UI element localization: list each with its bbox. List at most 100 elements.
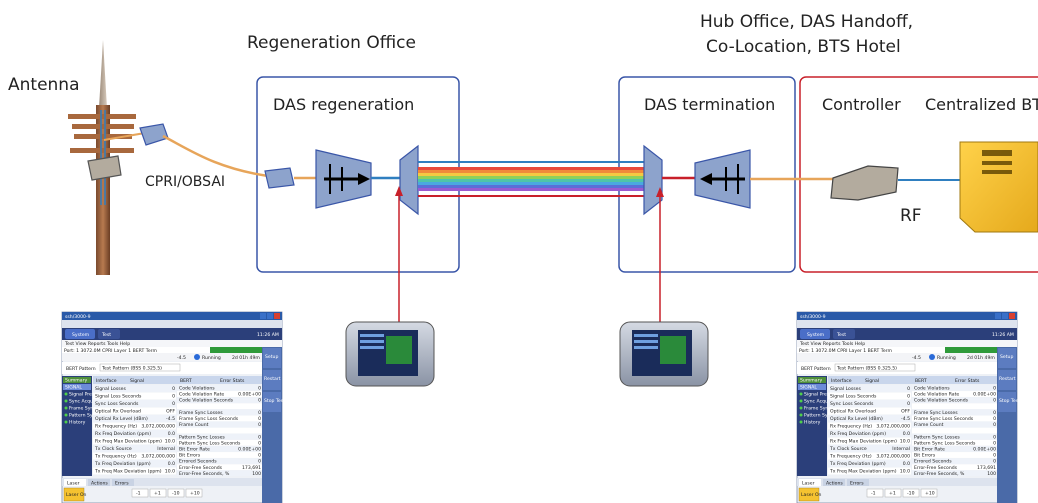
tree-item[interactable]: History: [804, 420, 821, 426]
bottom-tab[interactable]: Errors: [850, 481, 864, 487]
table-row-label: Sync Loss Seconds: [95, 401, 139, 407]
table-row-value: 0: [258, 453, 261, 459]
table-row-value: 173,691: [977, 465, 996, 471]
table-row-value: OFF: [901, 409, 910, 415]
table-row-label: Tx Clock Source: [829, 446, 867, 452]
tree-item[interactable]: Summary: [800, 378, 822, 384]
bottom-tab[interactable]: Laser: [802, 481, 815, 487]
antenna-rf-unit-icon: [87, 155, 122, 181]
tree-item[interactable]: Pattern Sync: [69, 413, 99, 419]
table-row-value: 0: [907, 386, 910, 392]
svg-text:Signal: Signal: [130, 378, 144, 384]
tree-item[interactable]: Signal Present: [804, 392, 837, 398]
step-button[interactable]: [149, 488, 167, 498]
tree-item[interactable]: Pattern Sync: [804, 413, 834, 419]
stop-test-button[interactable]: [998, 392, 1016, 412]
table-row-label: Signal Loss Seconds: [95, 394, 142, 400]
close-icon[interactable]: [274, 313, 280, 319]
tab-system[interactable]: [800, 329, 830, 339]
minimize-icon[interactable]: [995, 313, 1001, 319]
tree-item[interactable]: SIGNAL: [65, 385, 82, 391]
setup-button[interactable]: [263, 348, 281, 368]
laser-on-button[interactable]: [63, 487, 85, 502]
table-row-label: Rx Freq Deviation (ppm): [95, 431, 151, 437]
svg-text:Test Pattern (BSS 0.325.5): Test Pattern (BSS 0.325.5): [101, 366, 162, 372]
termination-module-icon: [694, 149, 751, 209]
close-icon[interactable]: [1009, 313, 1015, 319]
tree-item[interactable]: Sync Acquired: [69, 399, 102, 405]
step-button[interactable]: [167, 488, 185, 498]
tree-item[interactable]: Summary: [65, 378, 87, 384]
bottom-tab[interactable]: Laser: [67, 481, 80, 487]
bottom-tab[interactable]: Errors: [115, 481, 129, 487]
table-row-label: Bit Errors: [179, 453, 201, 459]
maximize-icon[interactable]: [1002, 313, 1008, 319]
table-row-value: 0: [993, 416, 996, 422]
bottom-tab[interactable]: Actions: [91, 481, 108, 487]
table-row-value: 0: [172, 401, 175, 407]
table-row-label: Optical Rx Level (dBm): [830, 416, 883, 422]
screen-title: ssh/3000-9: [65, 314, 91, 320]
step-button[interactable]: [902, 488, 920, 498]
menu-bar[interactable]: Test View Reports Tools Help: [799, 341, 865, 347]
table-row-label: Pattern Sync Losses: [914, 434, 960, 440]
tree-item[interactable]: Signal Present: [69, 392, 102, 398]
test-name: Port: 1 3072.0M CPRI Layer 1 BERT Term: [799, 348, 892, 354]
table-row-label: Pattern Sync Losses: [179, 434, 225, 440]
tab-test[interactable]: [98, 329, 120, 339]
table-row-label: Code Violation Seconds: [179, 398, 234, 404]
bert-pattern-select[interactable]: [99, 363, 181, 372]
table-row-label: Error-Free Seconds: [179, 465, 223, 471]
step-button[interactable]: [185, 488, 203, 498]
tree-item[interactable]: Frame Sync: [69, 406, 96, 412]
das-termination-label: DAS termination: [644, 95, 775, 114]
table-row-label: Frame Count: [914, 422, 944, 428]
setup-button[interactable]: [998, 348, 1016, 368]
table-row-value: -4.5: [166, 416, 175, 422]
bottom-tab[interactable]: Actions: [826, 481, 843, 487]
minimize-icon[interactable]: [260, 313, 266, 319]
table-row-value: 0.00E+00: [238, 447, 261, 453]
table-row-label: Rx Frequency (Hz): [95, 424, 137, 430]
table-row-label: Code Violations: [179, 386, 215, 392]
maximize-icon[interactable]: [267, 313, 273, 319]
controller-bts-box: [799, 76, 1038, 273]
table-row-value: 3,072,000,000: [876, 424, 910, 430]
svg-text:-10: -10: [172, 491, 180, 497]
stop-test-button[interactable]: [263, 392, 281, 412]
step-button[interactable]: [884, 488, 902, 498]
svg-text:Signal: Signal: [865, 378, 879, 384]
table-row-label: Rx Freq Max Deviation (ppm): [95, 439, 162, 445]
cpri-fiber-line: [162, 134, 269, 178]
step-button[interactable]: [920, 488, 938, 498]
table-row-label: Tx Freq Deviation (ppm): [94, 461, 151, 467]
table-row-value: 10.0: [900, 469, 910, 475]
svg-text:Setup: Setup: [1000, 354, 1013, 360]
table-row-label: Tx Freq Deviation (ppm): [829, 461, 886, 467]
step-button[interactable]: [131, 488, 149, 498]
tree-item[interactable]: Frame Sync: [804, 406, 831, 412]
svg-text:+1: +1: [889, 491, 896, 497]
tab-system[interactable]: [65, 329, 95, 339]
svg-text:System: System: [807, 332, 825, 338]
restart-button[interactable]: [263, 370, 281, 390]
tree-item[interactable]: SIGNAL: [800, 385, 817, 391]
tree-item[interactable]: Sync Acquired: [804, 399, 837, 405]
bert-pattern-select[interactable]: [834, 363, 916, 372]
table-row-label: Frame Sync Loss Seconds: [914, 416, 974, 422]
laser-on-button[interactable]: [798, 487, 820, 502]
tree-item[interactable]: History: [69, 420, 86, 426]
svg-text:Test: Test: [836, 332, 846, 338]
svg-text:-10: -10: [907, 491, 915, 497]
running-status: Running: [937, 355, 956, 361]
centralized-bts-icon: [959, 141, 1038, 233]
table-row-value: 0: [993, 410, 996, 416]
restart-button[interactable]: [998, 370, 1016, 390]
regeneration-office-label: Regeneration Office: [247, 33, 416, 53]
svg-text:+10: +10: [925, 491, 935, 497]
summary-tree: [797, 376, 827, 476]
tab-test[interactable]: [833, 329, 855, 339]
step-button[interactable]: [866, 488, 884, 498]
menu-bar[interactable]: Test View Reports Tools Help: [64, 341, 130, 347]
